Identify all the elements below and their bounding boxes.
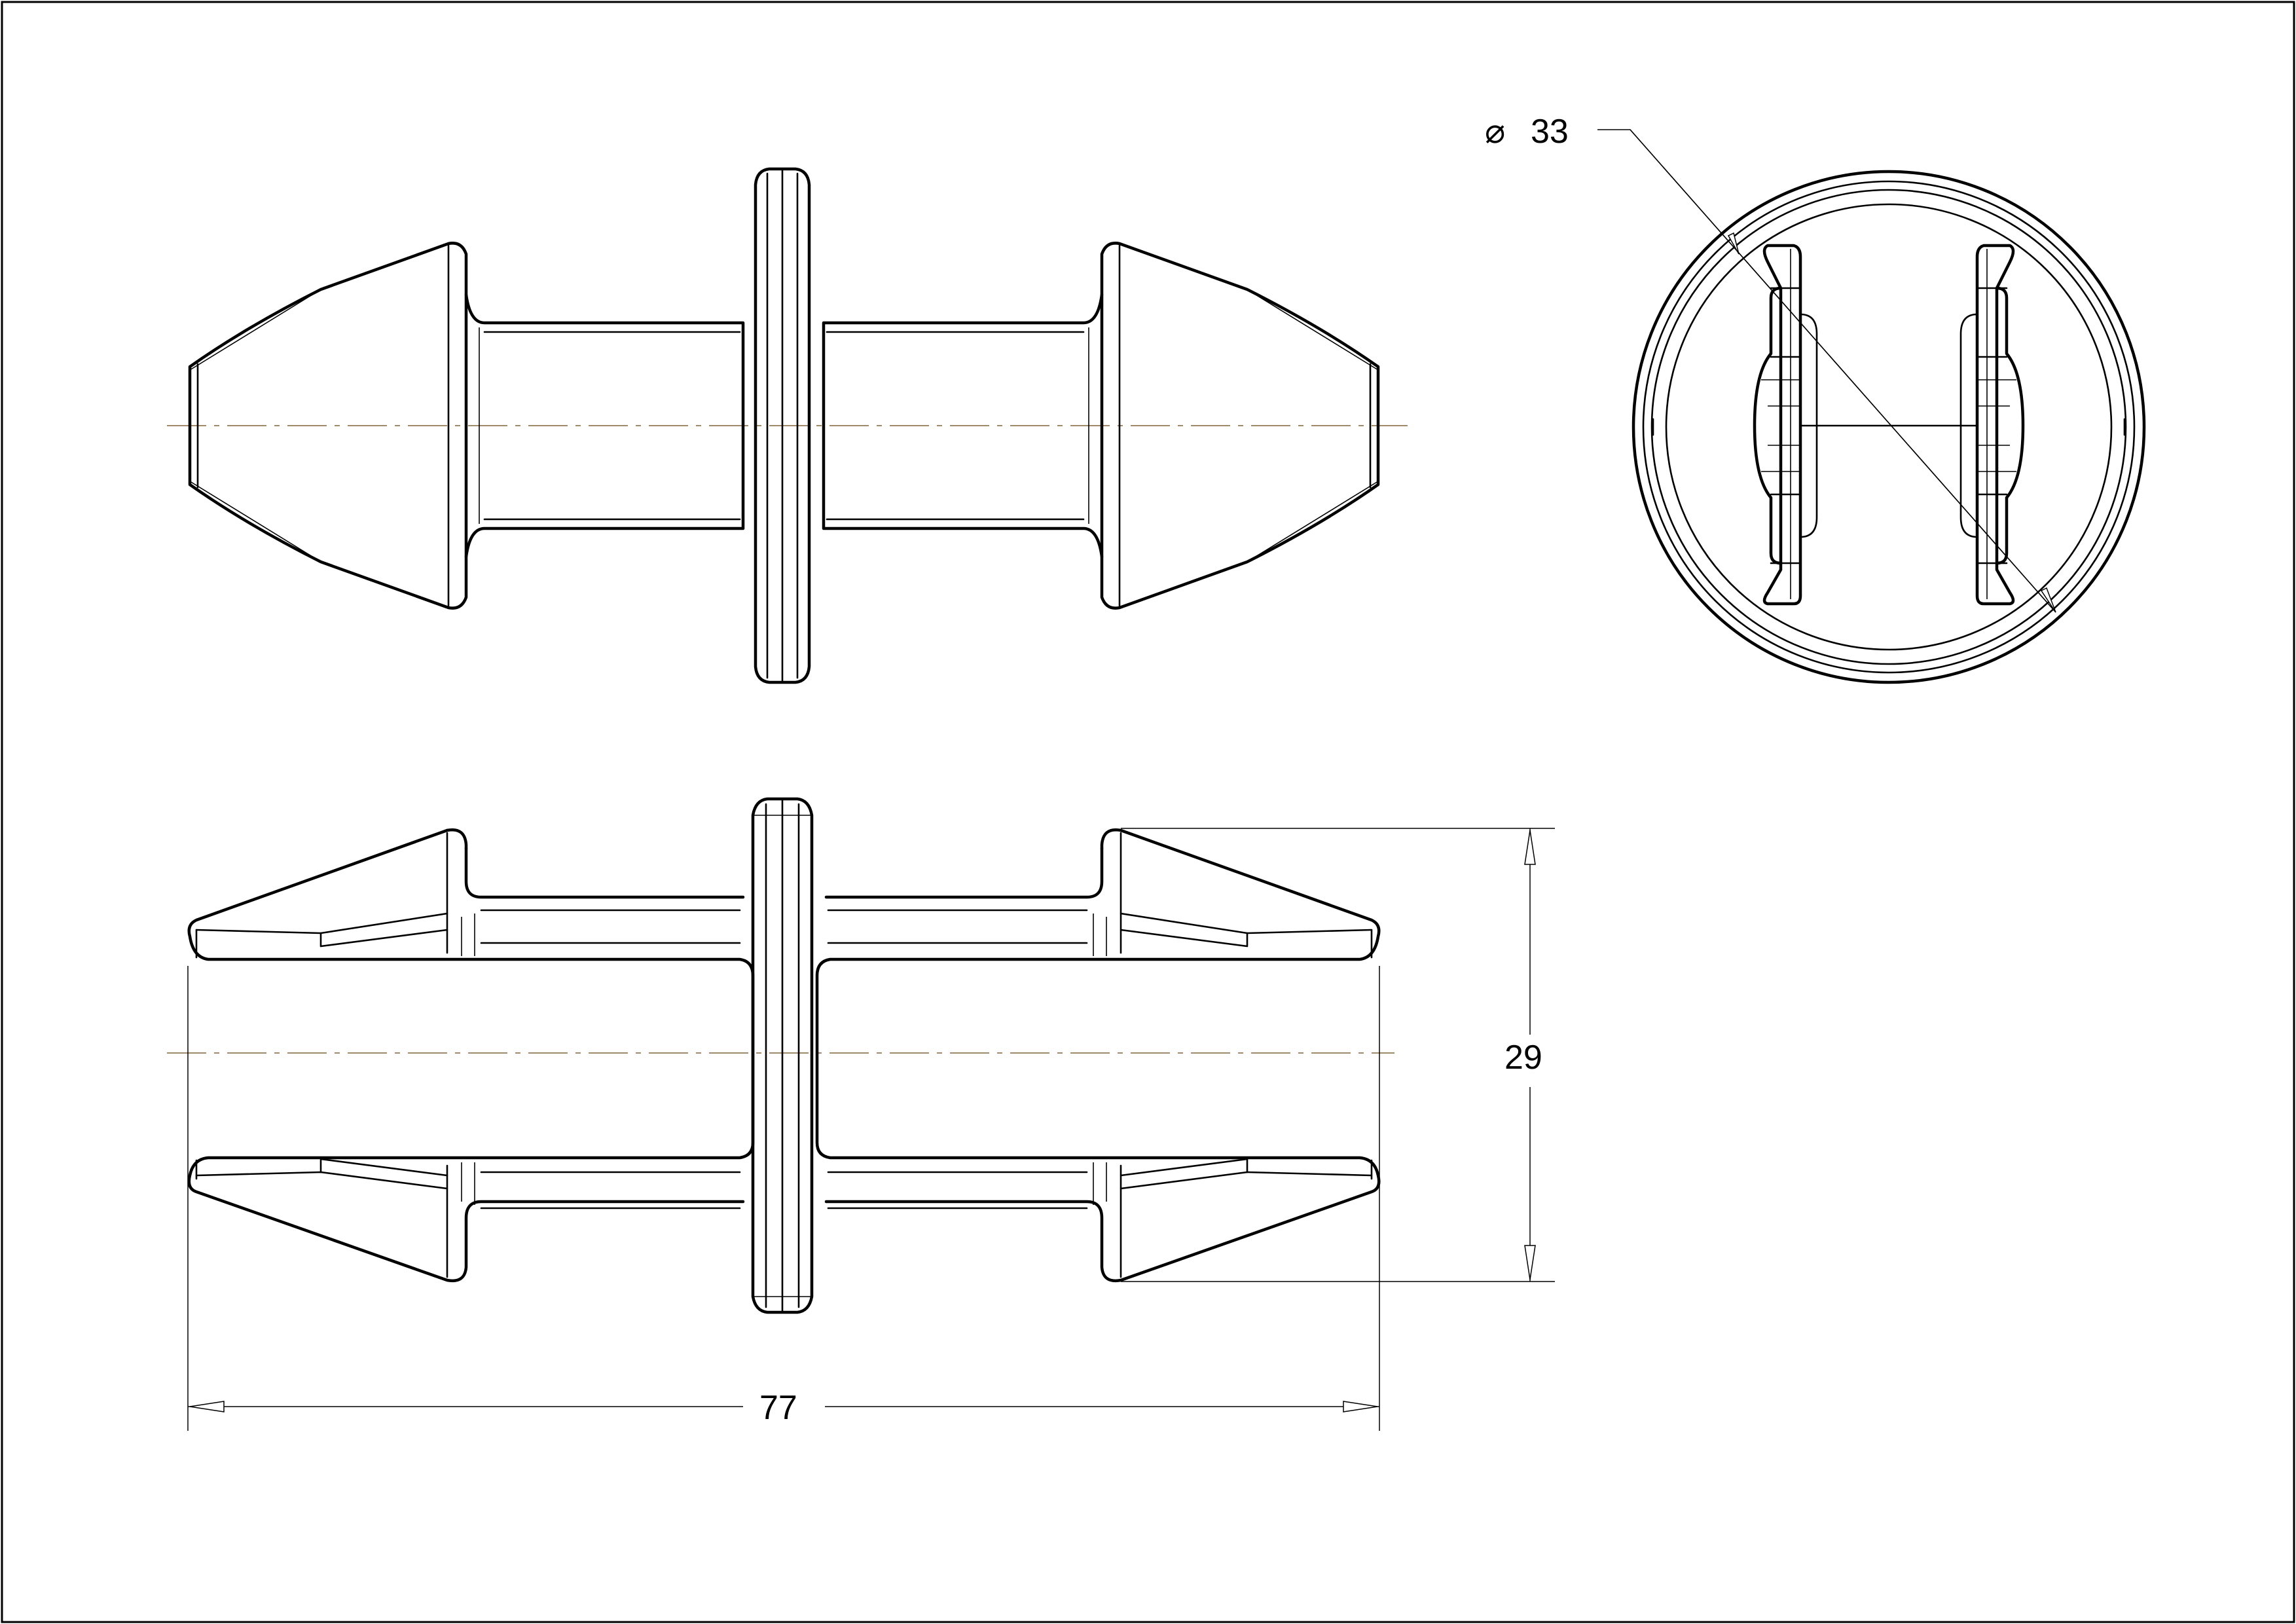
length-arrow-left xyxy=(189,1401,225,1412)
section-view xyxy=(167,797,1394,1314)
left-cone-silhouette-top xyxy=(189,289,321,371)
left-cone-silhouette-bottom xyxy=(189,481,321,563)
diameter-symbol: ⌀ xyxy=(1485,113,1505,151)
end-view-left-prong xyxy=(1753,244,1818,606)
diameter-leader-diagonal xyxy=(1630,129,2056,613)
end-view: ⌀ 33 xyxy=(1485,113,2146,684)
center-flange xyxy=(754,167,811,684)
right-cone-silhouette-top xyxy=(1247,289,1379,371)
height-arrow-top xyxy=(1524,830,1536,865)
front-view xyxy=(167,167,1408,684)
end-view-chamfer-circle xyxy=(1650,189,2127,665)
end-view-rim-circle xyxy=(1642,180,2136,674)
diameter-value-label: 33 xyxy=(1531,113,1569,151)
end-view-right-prong xyxy=(1959,244,2025,606)
upper-left-wedge-edge xyxy=(195,912,448,934)
section-lower-half xyxy=(195,1158,1373,1278)
length-dimension: 77 xyxy=(187,966,1380,1431)
diameter-arrowhead-inner xyxy=(2040,587,2056,613)
height-dimension: 29 xyxy=(1121,828,1555,1282)
diameter-arrowhead-outer xyxy=(1727,232,1740,255)
left-cone-head xyxy=(188,242,468,610)
end-view-inner-circle xyxy=(1665,203,2113,651)
length-arrow-right xyxy=(1343,1401,1378,1412)
upper-left-wedge-facet xyxy=(319,929,448,948)
right-cone-silhouette-bottom xyxy=(1247,481,1379,563)
left-shaft xyxy=(464,293,745,559)
height-value-label: 29 xyxy=(1504,1039,1542,1077)
length-value-label: 77 xyxy=(759,1389,797,1427)
right-cone-head xyxy=(1100,242,1380,610)
section-upper-half xyxy=(187,828,1381,1283)
section-center-flange xyxy=(751,797,814,1314)
height-arrow-bottom xyxy=(1524,1245,1536,1280)
end-view-outer-circle xyxy=(1631,170,2146,684)
